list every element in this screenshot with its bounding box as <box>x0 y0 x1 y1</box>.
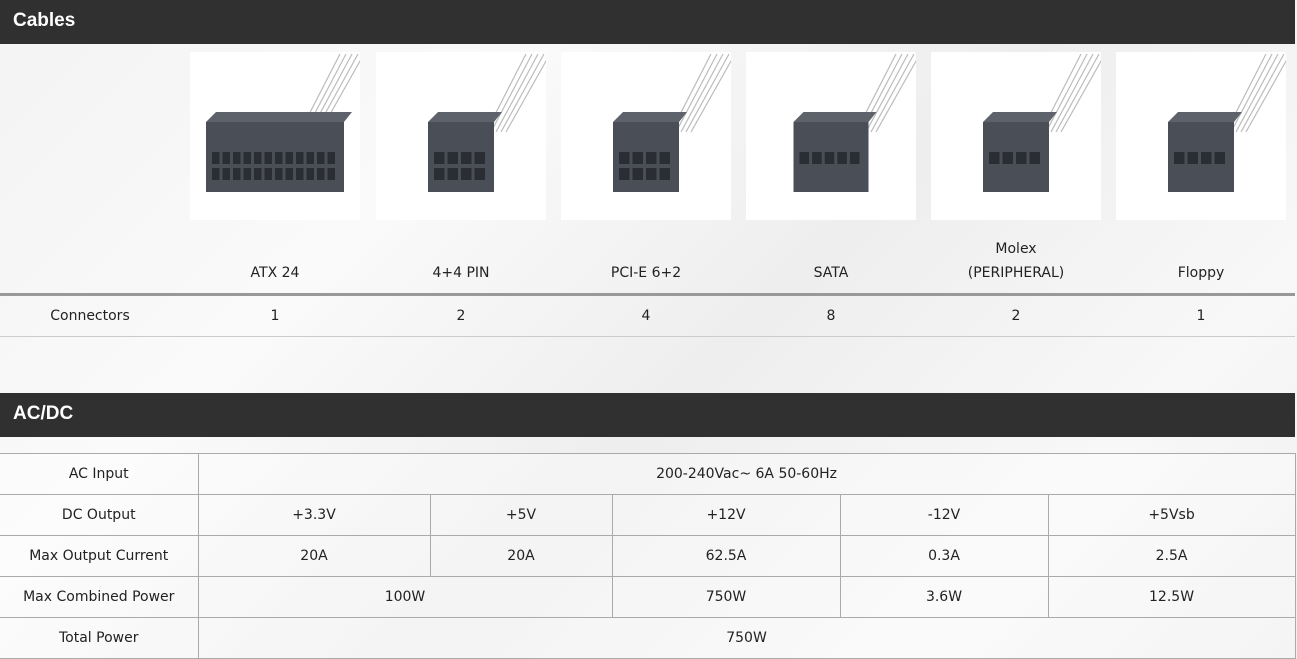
connector-image-molex <box>931 52 1106 220</box>
label-4plus4: 4+4 PIN <box>432 265 490 281</box>
row-label: Total Power <box>0 617 199 659</box>
table-cell: -12V <box>839 494 1049 536</box>
cables-header: Cables <box>0 0 1295 44</box>
table-cell: 12.5W <box>1047 576 1296 618</box>
connector-image-4plus4 <box>376 52 551 220</box>
cables-title: Cables <box>13 10 76 31</box>
connector-image-pcie <box>561 52 736 220</box>
table-cell: 20A <box>429 535 613 577</box>
count-4plus4: 2 <box>456 308 466 324</box>
table-cell: 100W <box>197 576 613 618</box>
divider <box>0 293 1295 296</box>
count-pcie: 4 <box>641 308 651 324</box>
count-molex: 2 <box>1011 308 1021 324</box>
label-atx24: ATX 24 <box>250 265 300 281</box>
row-label: Max Combined Power <box>0 576 199 618</box>
connector-image-atx24 <box>190 52 365 220</box>
total-power-value: 750W <box>197 617 1296 659</box>
table-cell: +12V <box>611 494 841 536</box>
table-cell: 20A <box>197 535 431 577</box>
table-cell: 62.5A <box>611 535 841 577</box>
table-cell: 3.6W <box>839 576 1049 618</box>
label-molex-sub: (PERIPHERAL) <box>967 265 1065 281</box>
connectors-label: Connectors <box>50 308 130 324</box>
row-label: DC Output <box>0 494 199 536</box>
connector-image-sata <box>746 52 921 220</box>
count-sata: 8 <box>826 308 836 324</box>
connector-image-floppy <box>1116 52 1291 220</box>
table-cell: 750W <box>611 576 841 618</box>
table-cell: +3.3V <box>197 494 431 536</box>
acdc-title: AC/DC <box>13 403 74 424</box>
label-molex: Molex <box>995 241 1037 257</box>
count-floppy: 1 <box>1196 308 1206 324</box>
row-label: Max Output Current <box>0 535 199 577</box>
row-label: AC Input <box>0 453 199 495</box>
table-cell: +5V <box>429 494 613 536</box>
count-atx24: 1 <box>270 308 280 324</box>
label-pcie: PCI-E 6+2 <box>610 265 682 281</box>
table-cell: 2.5A <box>1047 535 1296 577</box>
table-row: DC Output +3.3V+5V+12V-12V+5Vsb <box>0 494 1296 536</box>
ac-input-value: 200-240Vac~ 6A 50-60Hz <box>197 453 1296 495</box>
table-cell: +5Vsb <box>1047 494 1296 536</box>
label-floppy: Floppy <box>1177 265 1225 281</box>
divider <box>0 336 1295 337</box>
table-cell: 0.3A <box>839 535 1049 577</box>
label-sata: SATA <box>813 265 849 281</box>
acdc-header: AC/DC <box>0 393 1295 437</box>
